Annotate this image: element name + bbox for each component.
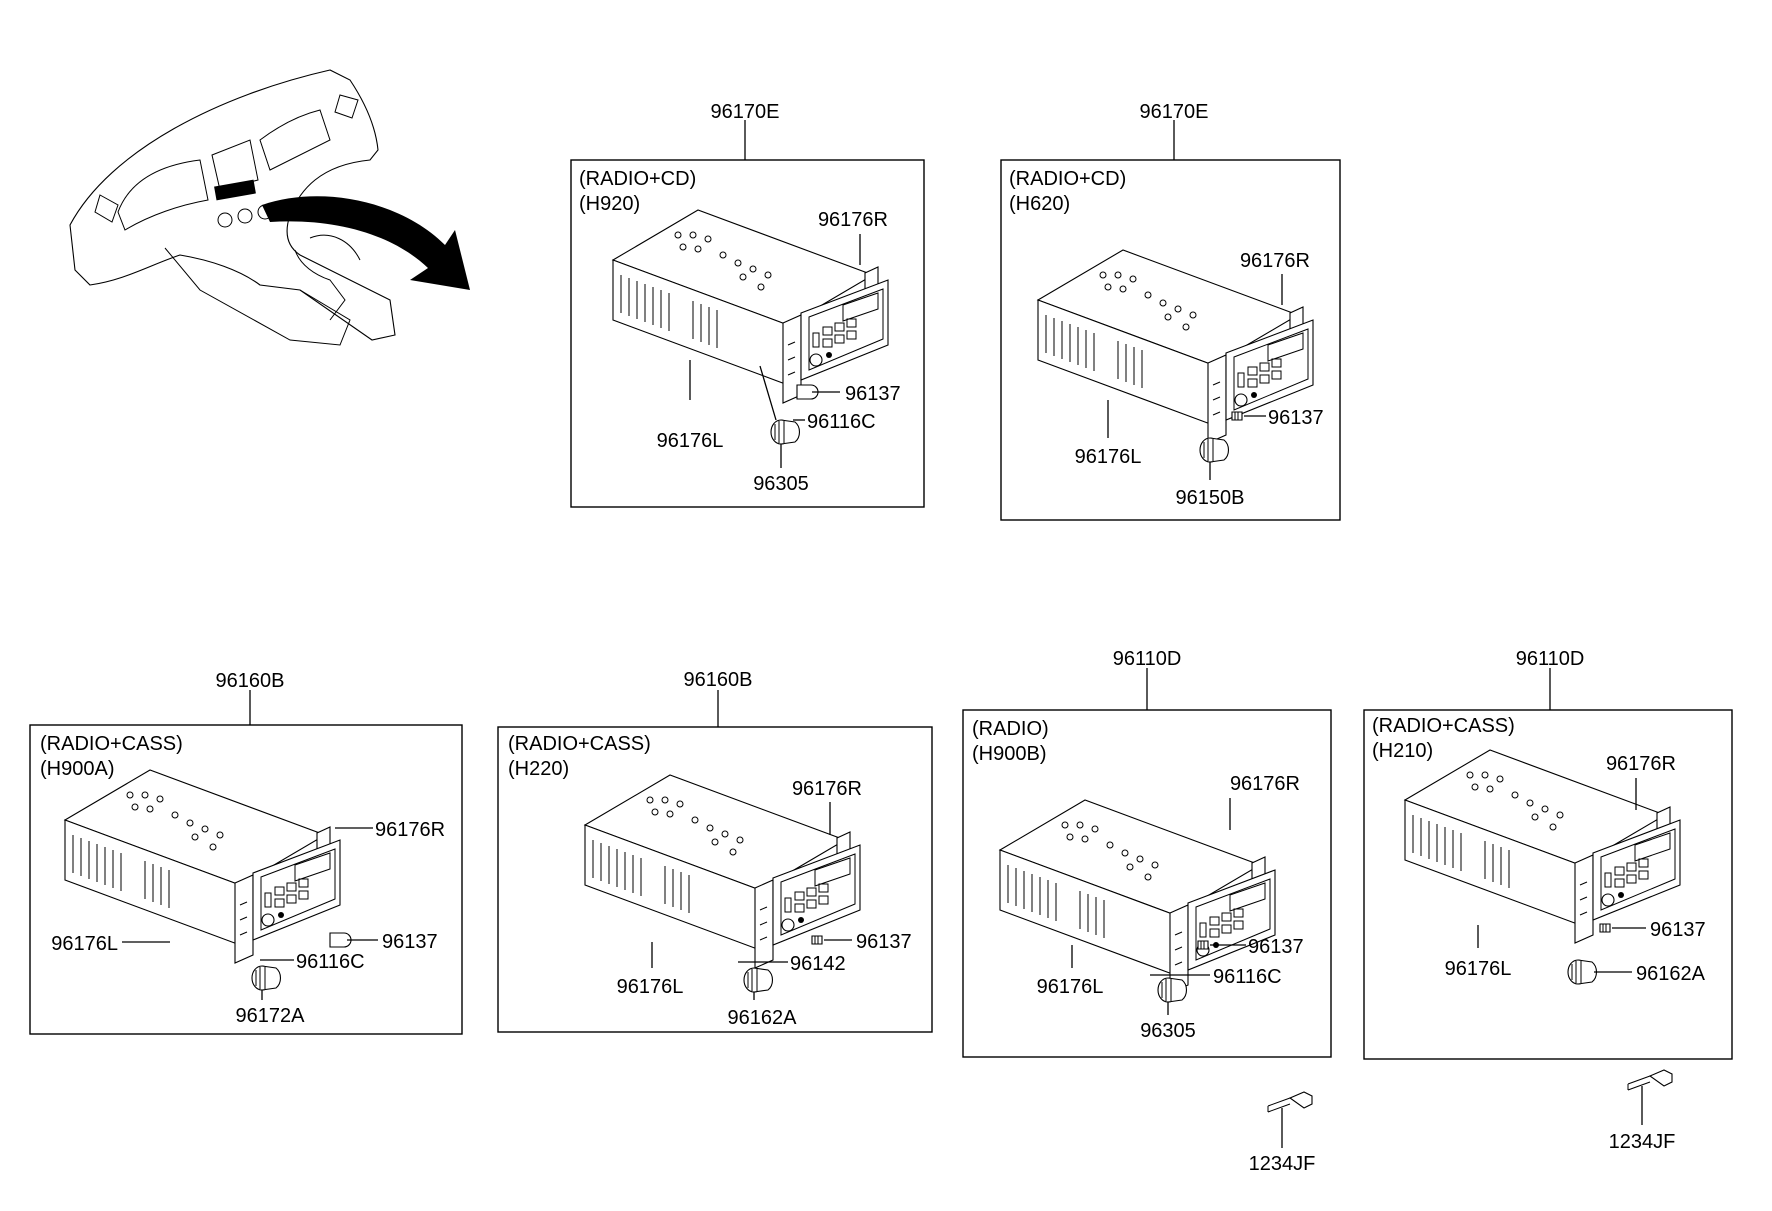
panel-model: (H210) [1372,740,1433,762]
callout-96305: 96305 [1140,1020,1196,1042]
panel-h900b: 96110D (RADIO) (H900B) 96176R 96137 9611… [962,648,1332,1058]
callout-96176l: 96176L [657,430,724,452]
callout-96137: 96137 [845,383,901,405]
panel-model: (H620) [1009,193,1070,215]
panel-h210: 96110D (RADIO+CASS) (H210) 96176R 96137 … [1363,648,1733,1060]
panel-title: (RADIO) [972,718,1049,740]
callout-96305: 96305 [753,473,809,495]
head-unit-drawing [612,209,889,404]
head-unit-drawing [999,799,1276,994]
part-number-label: 96170E [1140,101,1209,123]
part-number-label: 96110D [1113,648,1182,670]
panel-title: (RADIO+CASS) [40,733,183,755]
panel-title: (RADIO+CD) [579,168,696,190]
panel-frame [1000,159,1341,521]
panel-h900a: 96160B (RADIO+CASS) (H900A) 96176R 96137… [29,670,463,1035]
screw-drawing [1267,1091,1313,1113]
panel-title: (RADIO+CASS) [508,733,651,755]
callout-96137: 96137 [1650,919,1706,941]
panel-frame [29,724,463,1035]
callout-96116c: 96116C [296,951,365,973]
panel-frame [962,709,1332,1058]
callout-96176l: 96176L [1037,976,1104,998]
screw-1234jf-left: 1234JF [1249,1091,1316,1175]
panel-frame [497,726,933,1033]
callout-96137: 96137 [1268,407,1324,429]
screw-label: 1234JF [1609,1131,1676,1153]
screw-label: 1234JF [1249,1153,1316,1175]
head-unit-drawing [1404,749,1681,944]
screw-1234jf-right: 1234JF [1609,1069,1676,1153]
panel-title: (RADIO+CD) [1009,168,1126,190]
callout-96162a: 96162A [728,1007,798,1029]
part-number-label: 96110D [1516,648,1585,670]
panel-model: (H920) [579,193,640,215]
callout-96137: 96137 [382,931,438,953]
part-number-label: 96160B [216,670,285,692]
panel-h220: 96160B (RADIO+CASS) (H220) 96176R 96137 … [497,669,933,1033]
callout-96137: 96137 [1248,936,1304,958]
callout-96172a: 96172A [236,1005,306,1027]
callout-96150b: 96150B [1176,487,1245,509]
callout-96137: 96137 [856,931,912,953]
callout-96176r: 96176R [818,209,888,231]
panel-model: (H900B) [972,743,1046,765]
panel-model: (H220) [508,758,569,780]
callout-96116c: 96116C [1213,966,1282,988]
callout-96176l: 96176L [51,933,118,955]
panel-h920: 96170E (RADIO+CD) (H920) 96176R 96137 96… [570,101,925,508]
callout-96176r: 96176R [1240,250,1310,272]
screw-drawing [1627,1069,1673,1091]
callout-96176r: 96176R [792,778,862,800]
panel-title: (RADIO+CASS) [1372,715,1515,737]
callout-96176l: 96176L [617,976,684,998]
callout-96176r: 96176R [375,819,445,841]
callout-96176l: 96176L [1075,446,1142,468]
callout-96142: 96142 [790,953,846,975]
part-number-label: 96160B [684,669,753,691]
panel-frame [570,159,925,508]
panel-model: (H900A) [40,758,114,780]
callout-96176r: 96176R [1230,773,1300,795]
callout-96162a: 96162A [1636,963,1706,985]
callout-96176r: 96176R [1606,753,1676,775]
panel-h620: 96170E (RADIO+CD) (H620) 96176R 96137 96… [1000,101,1341,521]
panel-frame [1363,709,1733,1060]
callout-96116c: 96116C [807,411,876,433]
part-number-label: 96170E [711,101,780,123]
callout-96176l: 96176L [1445,958,1512,980]
dashboard-illustration [69,69,470,346]
